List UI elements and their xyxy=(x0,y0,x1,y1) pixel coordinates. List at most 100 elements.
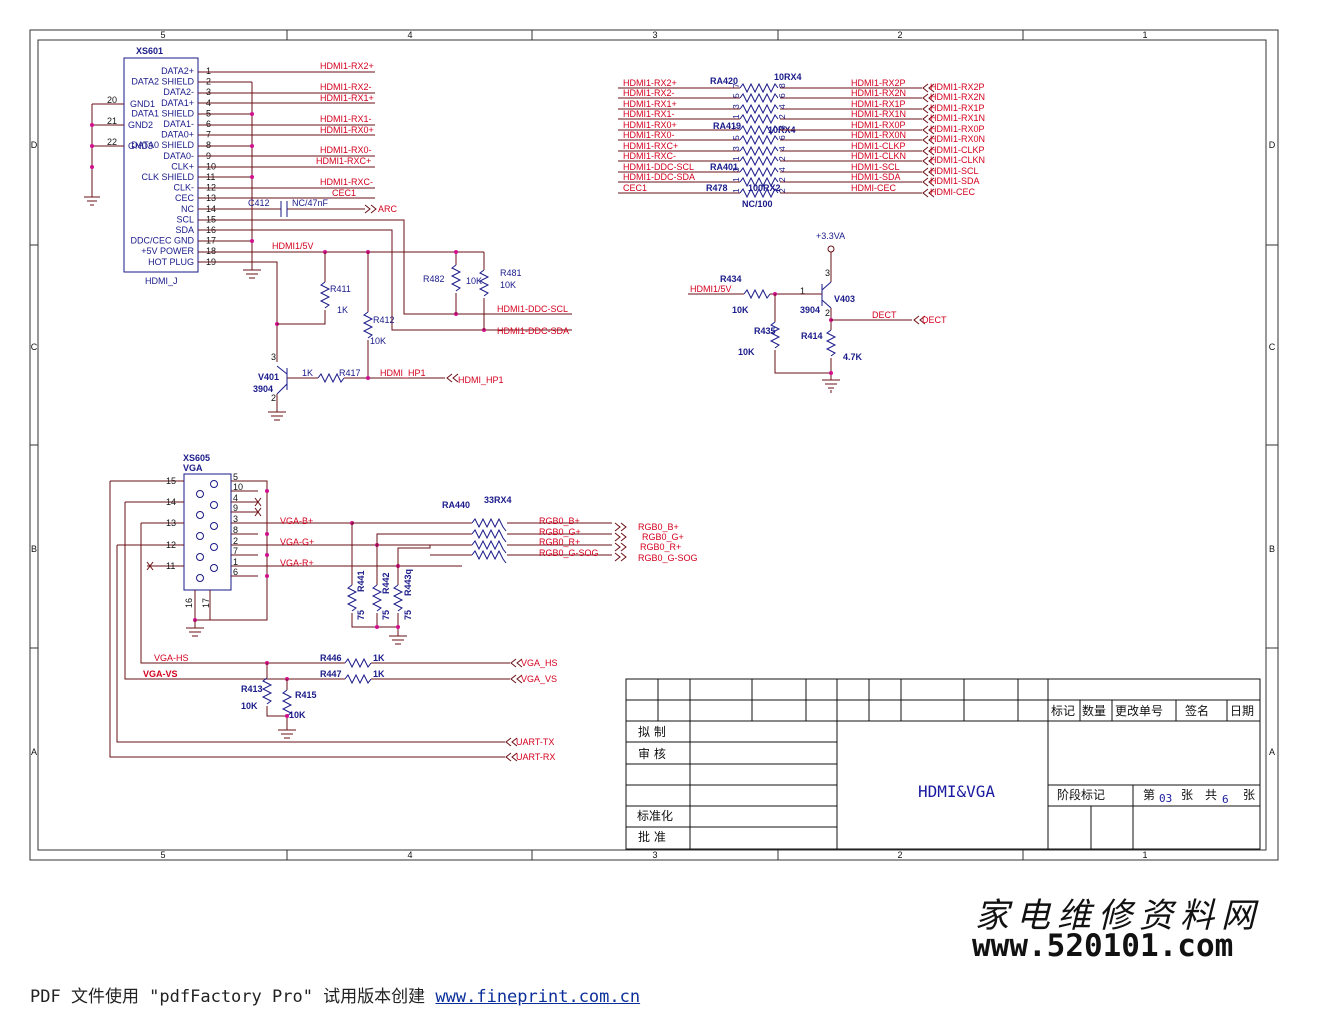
net-label: HDMI1-RX1- xyxy=(320,114,372,124)
port-label: RGB0_G-SOG xyxy=(638,553,698,563)
tb-header: 标记 xyxy=(1051,704,1075,718)
net-label: HDMI1-DDC-SCL xyxy=(497,304,568,314)
arc-port: ARC xyxy=(378,204,398,214)
row-label: D xyxy=(1269,140,1276,150)
resistor-r415 xyxy=(281,689,293,717)
port-arrow xyxy=(922,93,935,103)
resistor-value: 1K xyxy=(373,653,385,663)
pin-hole xyxy=(210,564,218,572)
pin-label: CLK SHIELD xyxy=(141,172,194,182)
array-pin: 8 xyxy=(777,125,787,130)
pin-hole xyxy=(196,574,204,582)
net-label: HDMI-CEC xyxy=(851,183,896,193)
net-label: HDMI1-RX2P xyxy=(851,78,906,88)
resistor-value: 10K xyxy=(500,280,516,290)
col-label: 5 xyxy=(160,30,165,40)
pin-number: 3 xyxy=(206,87,211,97)
watermark-url: www.520101.com xyxy=(972,928,1234,964)
array-pin: 3 xyxy=(731,146,741,151)
resistor-r481 xyxy=(478,269,490,297)
net-label: HDMI1-RX2- xyxy=(320,82,372,92)
array-ref: RA419 xyxy=(713,121,741,131)
array-resistor xyxy=(739,176,779,188)
resistor-value: 1K xyxy=(302,368,313,378)
net-label: HDMI1-RXC+ xyxy=(316,156,371,166)
pin-number: 2 xyxy=(825,308,830,318)
pin-label: DATA2 SHIELD xyxy=(131,77,194,87)
cap-ref: C412 xyxy=(248,198,270,208)
net-label: HDMI_HP1 xyxy=(380,368,426,378)
net-label: HDMI1-RX0+ xyxy=(623,120,677,130)
array-resistor xyxy=(739,82,779,94)
array-value: NC/100 xyxy=(742,199,773,209)
vga-rgb-section: RA440 33RX4 RGB0_B+ RGB0_G+ RGB0_R+ RGB0… xyxy=(346,495,698,645)
pin-number: 21 xyxy=(107,116,117,126)
hdmi-detect-circuit: +3.3VA 3 V403 3904 2 1 HDMI1/5V R434 10K… xyxy=(688,231,947,393)
tb-total-number: 6 xyxy=(1222,793,1229,806)
sync-port-arrows xyxy=(510,658,523,684)
col-label: 4 xyxy=(407,30,412,40)
net-label: HDMI1-RX1N xyxy=(851,109,906,119)
pin-hole xyxy=(210,480,218,488)
port-arrow xyxy=(922,114,935,124)
array-resistor xyxy=(471,549,507,564)
footer-text: PDF 文件使用 "pdfFactory Pro" 试用版本创建 xyxy=(30,987,436,1007)
pin-hole xyxy=(210,522,218,530)
pin-number: 8 xyxy=(206,140,211,150)
col-label: 1 xyxy=(1142,850,1147,860)
array-pin: 6 xyxy=(777,135,787,140)
resistor-ref: R412 xyxy=(373,315,395,325)
array-ref: RA420 xyxy=(710,76,738,86)
net-label: RGB0_G-SOG xyxy=(539,548,599,558)
pin-number: 9 xyxy=(233,503,238,513)
net-label: HDMI1-RX2+ xyxy=(320,61,374,71)
resistor-ref: R442 xyxy=(381,572,391,594)
net-label: HDMI1-CLKP xyxy=(851,141,906,151)
transistor-ref: V403 xyxy=(834,294,855,304)
pin-label: CLK- xyxy=(173,183,194,193)
pin-number: 5 xyxy=(206,108,211,118)
resistor-ref: R443q xyxy=(403,569,413,596)
net-label: HDMI1-DDC-SDA xyxy=(497,326,569,336)
transistor-part: 3904 xyxy=(800,305,820,315)
transistor-part: 3904 xyxy=(253,384,273,394)
connector-ref: XS605 xyxy=(183,453,210,463)
net-label: HDMI1-SDA xyxy=(851,172,901,182)
drawing-title: HDMI&VGA xyxy=(918,782,995,801)
ground-symbol xyxy=(84,196,100,206)
net-label: HDMI1/5V xyxy=(690,284,732,294)
vs-port: VGA_VS xyxy=(521,674,557,684)
port-arrow xyxy=(922,104,935,114)
resistor-r414 xyxy=(825,329,837,357)
connector-body xyxy=(123,57,199,273)
pin-hole xyxy=(196,553,204,561)
pin-number: 3 xyxy=(825,268,830,278)
net-label: HDMI1-RX1- xyxy=(623,109,675,119)
net-label: HDMI1-DDC-SDA xyxy=(623,172,695,182)
pin-label: DATA0+ xyxy=(161,130,194,140)
col-label: 3 xyxy=(652,30,657,40)
pin-label: DATA0- xyxy=(163,151,194,161)
resistor-ref: R411 xyxy=(330,284,351,294)
footer-link[interactable]: www.fineprint.com.cn xyxy=(435,987,641,1007)
watermark-chinese: 家电维修资料网 xyxy=(975,896,1262,936)
pin-hole xyxy=(196,490,204,498)
port-label: HDMI1-RX2N xyxy=(930,92,985,102)
pin-number: 1 xyxy=(800,286,805,296)
net-label: RGB0_G+ xyxy=(539,527,581,537)
hs-port: VGA_HS xyxy=(521,658,558,668)
pin-number: 18 xyxy=(206,246,216,256)
array-pin: 1 xyxy=(731,114,741,119)
resistor-value: 75 xyxy=(356,610,366,620)
resistor-ref: R482 xyxy=(423,274,445,284)
port-arrow xyxy=(922,156,935,166)
port-arrow xyxy=(922,125,935,135)
port-arrow xyxy=(922,83,935,93)
resistor-ref: R435 xyxy=(754,326,776,336)
port-arrow xyxy=(922,188,935,198)
uart-tx-port: UART-TX xyxy=(516,737,554,747)
pin-number: 13 xyxy=(166,518,176,528)
